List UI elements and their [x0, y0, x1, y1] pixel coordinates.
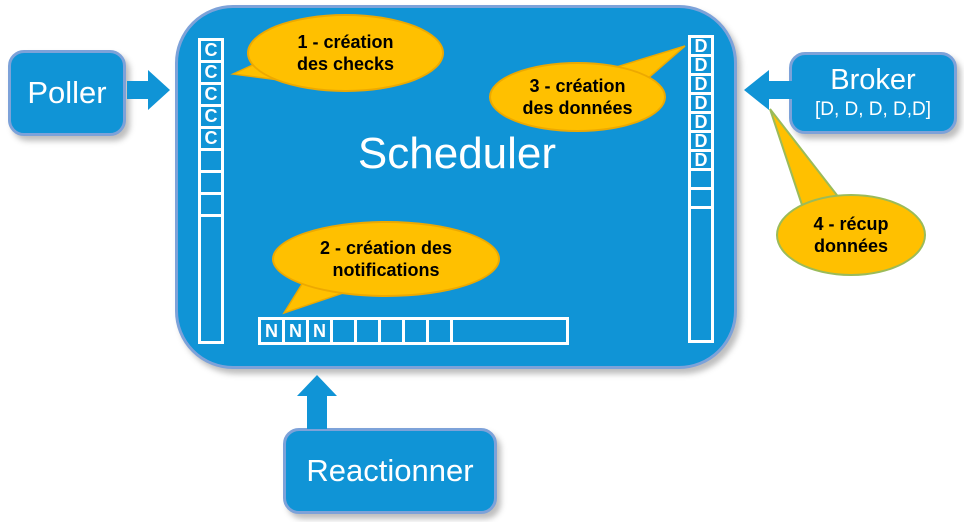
queue-cell-empty: [426, 317, 453, 345]
reactionner-node: Reactionner: [283, 428, 497, 514]
callout-creation-checks: 1 - création des checks: [247, 14, 444, 92]
poller-to-scheduler-arrow: [127, 70, 170, 110]
queue-cell-n: N: [306, 317, 333, 345]
queue-cell-empty: [330, 317, 357, 345]
callout-creation-donnees: 3 - création des données: [489, 62, 666, 132]
broker-label: Broker: [830, 63, 916, 96]
callout-recup-donnees: 4 - récup données: [776, 194, 926, 276]
queue-cell-empty: [450, 317, 569, 345]
broker-sublabel: [D, D, D, D,D]: [814, 98, 932, 120]
queue-cell-empty: [688, 206, 714, 343]
queue-cell-empty: [198, 214, 224, 344]
broker-node: Broker [D, D, D, D,D]: [789, 52, 957, 134]
queue-cell-empty: [354, 317, 381, 345]
queue-cell-empty: [378, 317, 405, 345]
queue-cell-n: N: [258, 317, 285, 345]
broker-to-scheduler-arrow: [744, 70, 793, 110]
poller-node: Poller: [8, 50, 126, 136]
queue-cell-n: N: [282, 317, 309, 345]
reactionner-label: Reactionner: [306, 452, 474, 488]
poller-label: Poller: [27, 74, 107, 110]
callout-creation-notifications: 2 - création des notifications: [272, 221, 500, 297]
scheduler-title: Scheduler: [357, 129, 557, 178]
reactionner-to-scheduler-arrow: [297, 375, 337, 429]
queue-cell-empty: [402, 317, 429, 345]
